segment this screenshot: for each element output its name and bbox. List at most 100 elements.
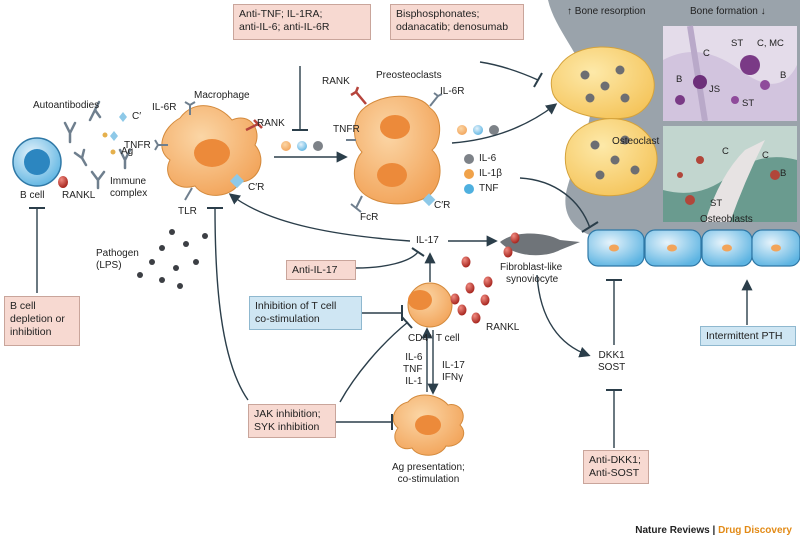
cytokine-line: IL-17 [442, 360, 465, 371]
dkk1-sost-label: DKK1 SOST [598, 350, 625, 374]
rankl-dots [450, 256, 493, 324]
fibroblast-label: Fibroblast-like synoviocyte [500, 262, 562, 286]
down-arrow-icon: ↓ [760, 6, 766, 17]
tcell-costim-line: Inhibition of T cell [255, 300, 337, 312]
pre-rank-receptor [350, 86, 367, 105]
immune-complex-label: Immune complex [110, 176, 147, 200]
cytokine-line: TNF [403, 364, 423, 375]
ag-label: Ag [121, 146, 134, 157]
preosteoclast-cells [353, 95, 441, 205]
osteoclast-nuclei-1 [580, 65, 630, 103]
inhibit-jak-tcell [339, 321, 409, 403]
bone-resorption-text: Bone resorption [574, 6, 646, 17]
autoantibodies [63, 100, 132, 190]
ag-presentation-line: co-stimulation [397, 474, 460, 485]
immune-complex-line: Immune [110, 176, 147, 187]
histology-bottom [663, 126, 797, 222]
pre-fcr-label: FcR [360, 212, 379, 223]
osteoclast-label: Osteoclast [612, 136, 660, 147]
cd4-label: CD4⁺ T cell [408, 333, 460, 344]
preosteoclasts-label: Preosteoclasts [376, 70, 442, 81]
fibroblast-cell [500, 233, 580, 256]
arrow-il17-mac [228, 193, 411, 242]
cytokines-to-tcell: IL-17 IFNγ [442, 360, 465, 384]
anti-il17-box: Anti-IL-17 [286, 260, 356, 280]
arrow-fibro-dkk1 [536, 274, 591, 358]
ag-presentation-label: Ag presentation; co-stimulation [392, 462, 465, 486]
rankl-t-label: RANKL [486, 322, 520, 333]
journal-section: Drug Discovery [718, 525, 792, 536]
hist-bottom-label: ST [710, 198, 723, 209]
mac-rank-label: RANK [257, 118, 285, 129]
mac-tnfr-label: TNFR [124, 140, 151, 151]
mac-rank-receptor [245, 119, 263, 132]
cytokine-line: IL-1 [405, 376, 423, 387]
tcell-costim-box: Inhibition of T cell co-stimulation [249, 296, 362, 330]
osteoblasts-row [587, 229, 800, 267]
hist-top-label: JS [709, 84, 721, 95]
arrow-pre-osteoclast [451, 103, 558, 144]
b-cell-depletion-box: B cell depletion or inhibition [4, 296, 80, 346]
mac-cr-label: C′R [248, 182, 265, 193]
legend-dot-il1b [464, 169, 474, 179]
pathogen-line: (LPS) [96, 260, 122, 271]
c-prime-diamond [119, 112, 127, 122]
arrow-cyto-osteoblast [519, 177, 591, 229]
legend-tnf-label: TNF [479, 183, 499, 194]
pathogen-line: Pathogen [96, 248, 139, 259]
cytokine-line: IL-6 [405, 352, 423, 363]
legend-il6-label: IL-6 [479, 153, 497, 164]
legend-dot-il6 [464, 154, 474, 164]
jak-syk-box: JAK inhibition; SYK inhibition [248, 404, 336, 438]
osteoclast-cell-2 [564, 118, 658, 197]
pre-receptors [346, 92, 443, 213]
rankl-b-label: RANKL [62, 190, 96, 201]
hist-bottom-label: B [780, 168, 787, 179]
macrophage-receptors [154, 101, 196, 201]
inhibit-jak-mac [214, 207, 249, 401]
pre-rank-label: RANK [322, 76, 350, 87]
osteoblasts-label: Osteoblasts [700, 214, 753, 225]
legend-dot-tnf [464, 184, 474, 194]
cytokine-line: IFNγ [442, 372, 464, 383]
pathogen-dots [137, 229, 208, 289]
ag-presentation-line: Ag presentation; [392, 462, 465, 473]
bisphosphonates-box: Bisphosphonates; odanacatib; denosumab [390, 4, 524, 40]
pre-cr-label: C′R [434, 200, 451, 211]
pth-box: Intermittent PTH [700, 326, 796, 346]
bone-resorption-label: ↑ Bone resorption [567, 6, 645, 17]
journal-name: Nature Reviews [635, 525, 710, 536]
anti-tnf-line: anti-IL-6; anti-IL-6R [239, 21, 330, 33]
jak-line: JAK inhibition; [254, 408, 321, 420]
tcell-costim-line: co-stimulation [255, 313, 320, 325]
ag-dot [110, 149, 116, 155]
hist-top-label: C [703, 48, 710, 59]
jak-line: SYK inhibition [254, 421, 320, 433]
hist-top-label: C, MC [757, 38, 784, 49]
autoantibodies-label: Autoantibodies [33, 100, 100, 111]
osteoclast-nuclei-2 [590, 135, 640, 180]
hist-top-label: B [780, 70, 787, 81]
inhibit-anti-il17 [355, 251, 419, 269]
anti-tnf-line: Anti-TNF; IL-1RA; [239, 8, 323, 20]
hist-top-label: B [676, 74, 683, 85]
anti-dkk1-box: Anti-DKK1; Anti-SOST [583, 450, 649, 484]
inhibit-bisphos [479, 61, 539, 81]
footer-separator: | [709, 525, 719, 536]
pre-il6r-label: IL-6R [440, 86, 465, 97]
bone-formation-label: Bone formation ↓ [690, 6, 766, 17]
dkk1-line: SOST [598, 362, 626, 373]
bisphos-line: odanacatib; denosumab [396, 21, 509, 33]
pathogen-label: Pathogen (LPS) [96, 248, 139, 272]
bisphos-line: Bisphosphonates; [396, 8, 480, 20]
b-cell-label: B cell [20, 190, 45, 201]
b-cell-depletion-line: B cell [10, 300, 36, 312]
immune-complex-line: complex [110, 188, 148, 199]
b-cell-depletion-line: depletion or [10, 313, 65, 325]
tlr-label: TLR [178, 206, 197, 217]
anti-dkk1-line: Anti-DKK1; [589, 454, 641, 466]
b-cell-depletion-line: inhibition [10, 326, 52, 338]
histology-top [663, 25, 797, 122]
